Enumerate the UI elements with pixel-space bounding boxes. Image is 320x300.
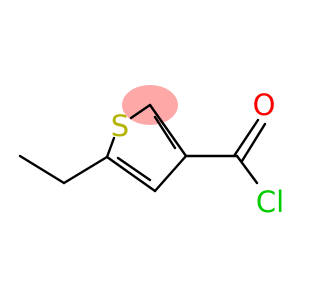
bond-carbonyl-o-1 <box>232 118 260 158</box>
bond-ethyl-ch2 <box>62 155 109 185</box>
bond-carbonyl-cl <box>235 154 259 185</box>
bond-carbonyl-o-2 <box>240 122 267 163</box>
atom-label-sulfur: S <box>111 109 129 143</box>
bond-ethyl-ch3 <box>18 154 66 185</box>
atom-label-chlorine: Cl <box>256 185 284 219</box>
bond-c2-c3 <box>148 103 188 158</box>
atom-label-oxygen: O <box>253 88 276 122</box>
bond-c4-c5 <box>105 155 157 193</box>
bond-s-c2 <box>129 103 152 120</box>
molecule-diagram: S O Cl <box>18 85 284 219</box>
bond-c5-s <box>105 136 116 159</box>
bond-c3-c4 <box>153 154 188 193</box>
bond-c4-c5-double <box>116 156 152 182</box>
bond-c2-c3-double <box>153 115 177 150</box>
